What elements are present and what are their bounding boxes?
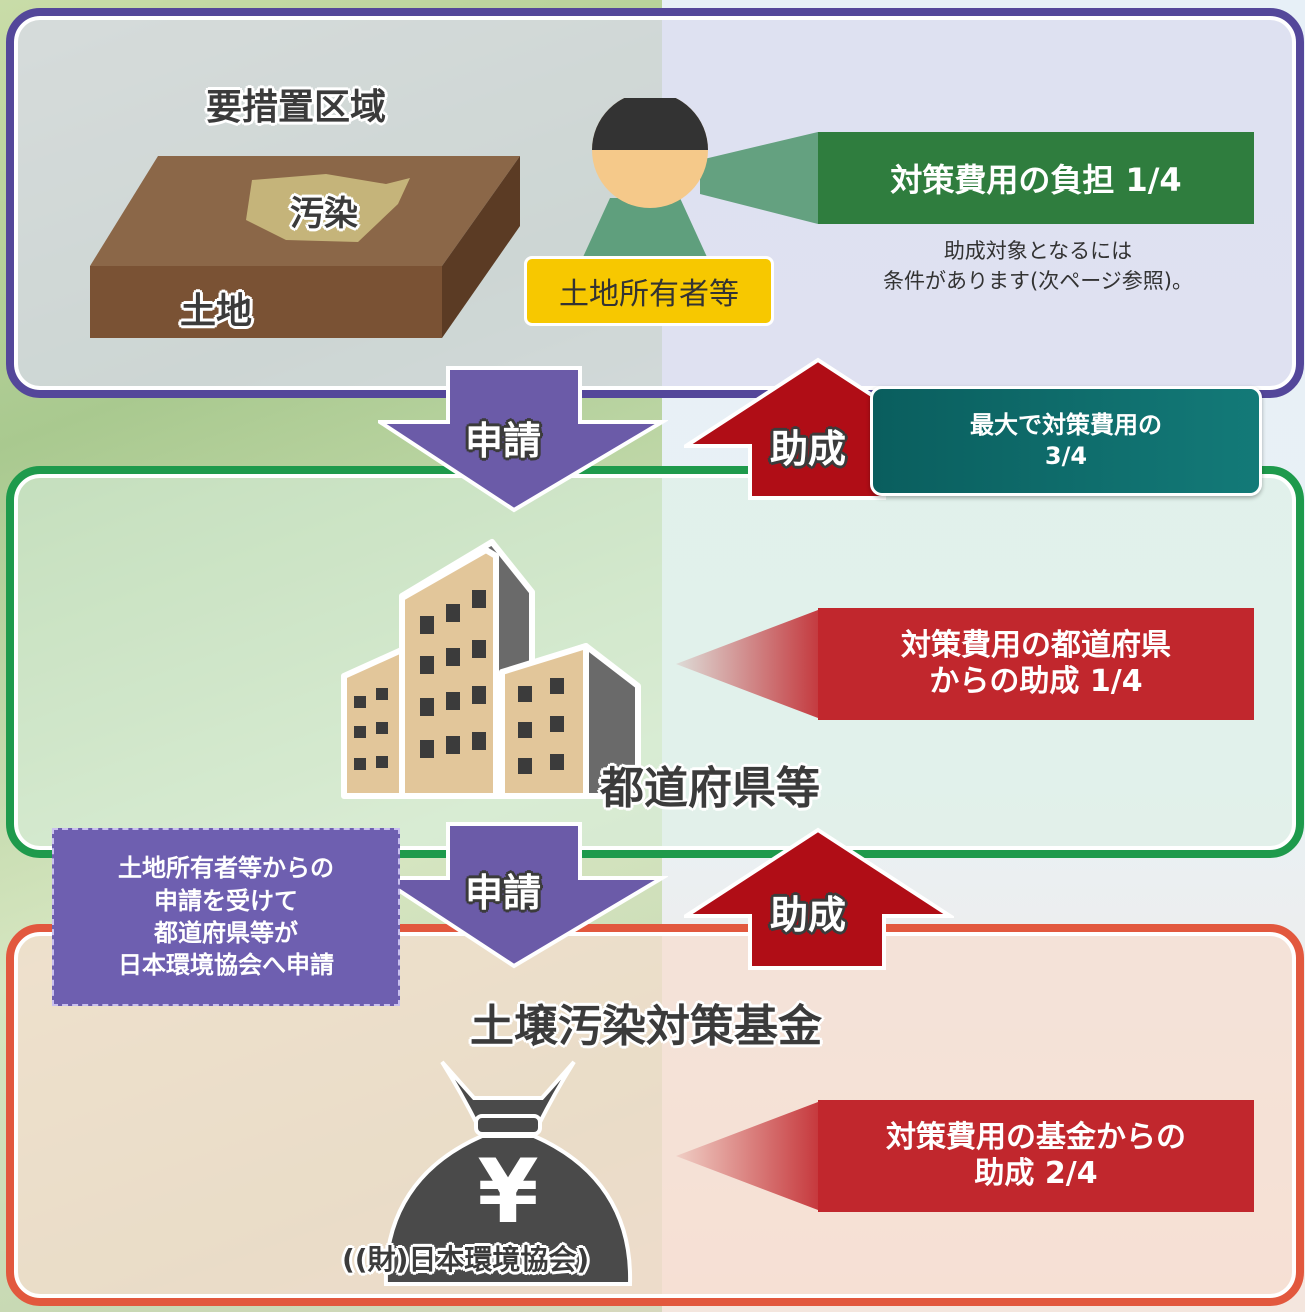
owner-label: 土地所有者等 [524,256,774,326]
building-windows [354,590,564,774]
max-grant-line2: 3/4 [1044,442,1088,470]
condition-note-line1: 助成対象となるには [943,239,1133,263]
building-left [341,645,409,799]
flow-note-line4: 日本環境協会へ申請 [118,951,334,980]
person-body [578,198,712,268]
flow-note-line2: 申請を受けて [154,886,298,915]
apply-arrow-2 [378,822,668,969]
fund-grant-box: 対策費用の基金からの 助成 2/4 [818,1100,1254,1212]
building-right [499,643,589,799]
land-label: 土地 [180,291,253,332]
max-grant-box: 最大で対策費用の 3/4 [870,386,1262,496]
land-front-face [90,266,442,338]
condition-note: 助成対象となるには 条件があります(次ページ参照)。 [830,236,1246,297]
fund-organization: ((財)日本環境協会) [342,1243,590,1276]
prefecture-grant-beam [676,610,818,718]
area-title: 要措置区域 [206,87,387,128]
owner-person-illustration [578,98,818,268]
fund-grant-line2: 助成 2/4 [974,1156,1098,1191]
condition-note-line2: 条件があります(次ページ参照)。 [883,269,1193,294]
flow-note-line1: 土地所有者等からの [118,854,334,883]
prefecture-title: 都道府県等 [600,763,820,814]
apply-label-1: 申請 [465,419,542,463]
burden-box: 対策費用の負担 1/4 [818,132,1254,224]
fund-grant-line1: 対策費用の基金からの [886,1120,1186,1155]
money-bag-icon [383,1060,633,1286]
yen-symbol: ¥ [477,1140,539,1243]
fund-title: 土壌汚染対策基金 [470,1001,822,1052]
prefecture-grant-line1: 対策費用の都道府県 [901,628,1171,663]
apply-arrow-1 [378,366,668,513]
prefecture-grant-line2: からの助成 1/4 [929,664,1143,699]
building-illustration [341,539,641,799]
land-block-illustration [90,156,520,338]
person-hair [592,98,708,150]
application-flow-note: 土地所有者等からの 申請を受けて 都道府県等が 日本環境協会へ申請 [52,828,400,1006]
max-grant-line1: 最大で対策費用の [970,410,1162,439]
prefecture-grant-box: 対策費用の都道府県 からの助成 1/4 [818,608,1254,720]
land-side-face [442,156,520,338]
grant-label-2: 助成 [770,893,847,937]
grant-label-1: 助成 [770,427,847,471]
apply-label-2: 申請 [465,871,542,915]
grant-arrow-2 [684,827,954,970]
speech-beam [700,132,818,224]
fund-grant-beam [676,1102,818,1210]
contamination-label: 汚染 [290,194,358,234]
flow-note-line3: 都道府県等が [154,919,298,947]
building-tall [399,547,499,799]
contamination-patch [246,174,410,242]
